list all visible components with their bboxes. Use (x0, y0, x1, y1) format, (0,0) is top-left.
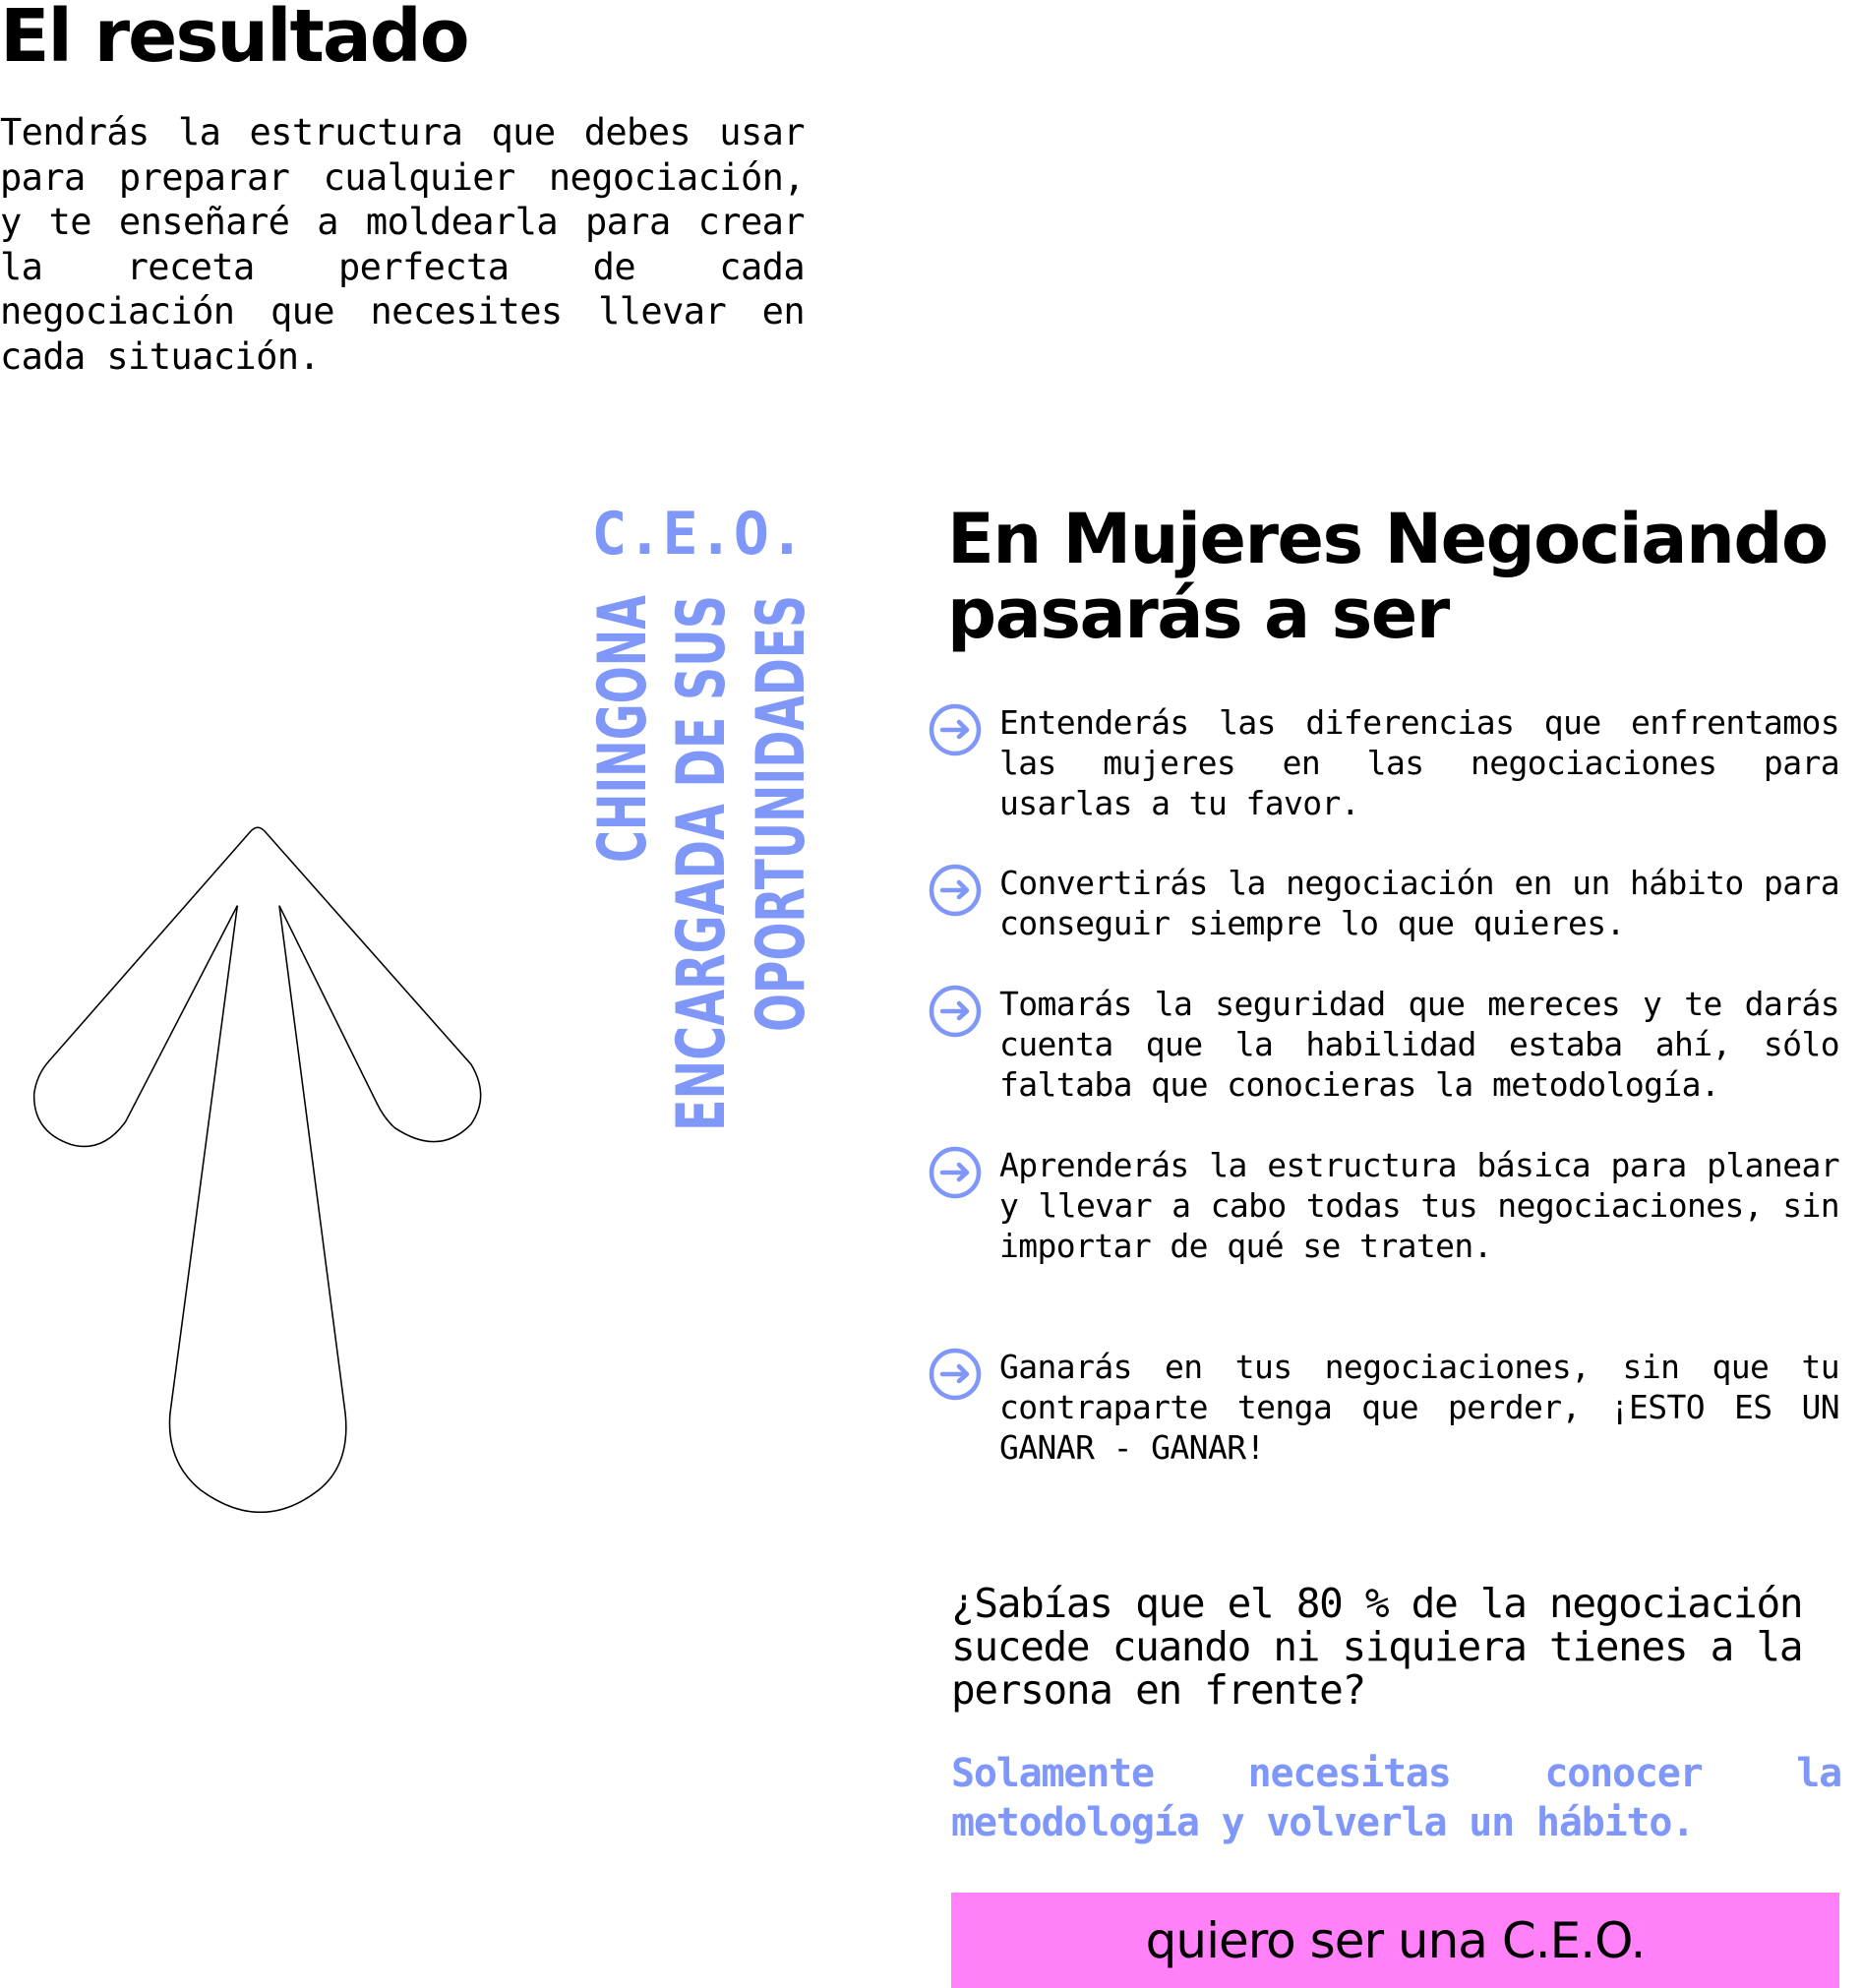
vertical-ceo-text: CHINGONA ENCARGADA DE SUS OPORTUNIDADES (584, 595, 816, 1131)
up-arrow-illustration (32, 826, 482, 1513)
arrow-circle-icon (929, 1348, 982, 1401)
arrow-circle-icon (929, 703, 982, 756)
arrow-circle-icon (929, 985, 982, 1038)
benefit-text: Aprenderás la estructura básica para pla… (999, 1146, 1840, 1265)
heading-line-2: pasarás a ser (947, 573, 1450, 654)
vertical-line-oportunidades: OPORTUNIDADES (743, 595, 816, 1032)
benefits-heading: En Mujeres Negociando pasarás a ser (947, 499, 1829, 654)
vertical-line-chingona: CHINGONA (584, 595, 662, 863)
arrow-circle-icon (929, 1146, 982, 1199)
vertical-line-encargada: ENCARGADA DE SUS (663, 595, 741, 1131)
benefit-text: Tomarás la seguridad que mereces y te da… (999, 985, 1840, 1104)
benefit-text: Entenderás las diferencias que enfrentam… (999, 703, 1840, 822)
cta-button[interactable]: quiero ser una C.E.O. (951, 1893, 1839, 1988)
answer-text: Solamente necesitas conocer la metodolog… (951, 1751, 1842, 1845)
arrow-circle-icon (929, 864, 982, 917)
benefit-text: Ganarás en tus negociaciones, sin que tu… (999, 1348, 1840, 1467)
ceo-label: C.E.O. (591, 500, 805, 569)
benefit-text: Convertirás la negociación en un hábito … (999, 864, 1840, 942)
intro-paragraph: Tendrás la estructura que debes usar par… (0, 111, 806, 378)
section-title: El resultado (0, 0, 470, 79)
heading-line-1: En Mujeres Negociando (947, 499, 1829, 579)
question-text: ¿Sabías que el 80 % de la negociación su… (951, 1580, 1804, 1714)
